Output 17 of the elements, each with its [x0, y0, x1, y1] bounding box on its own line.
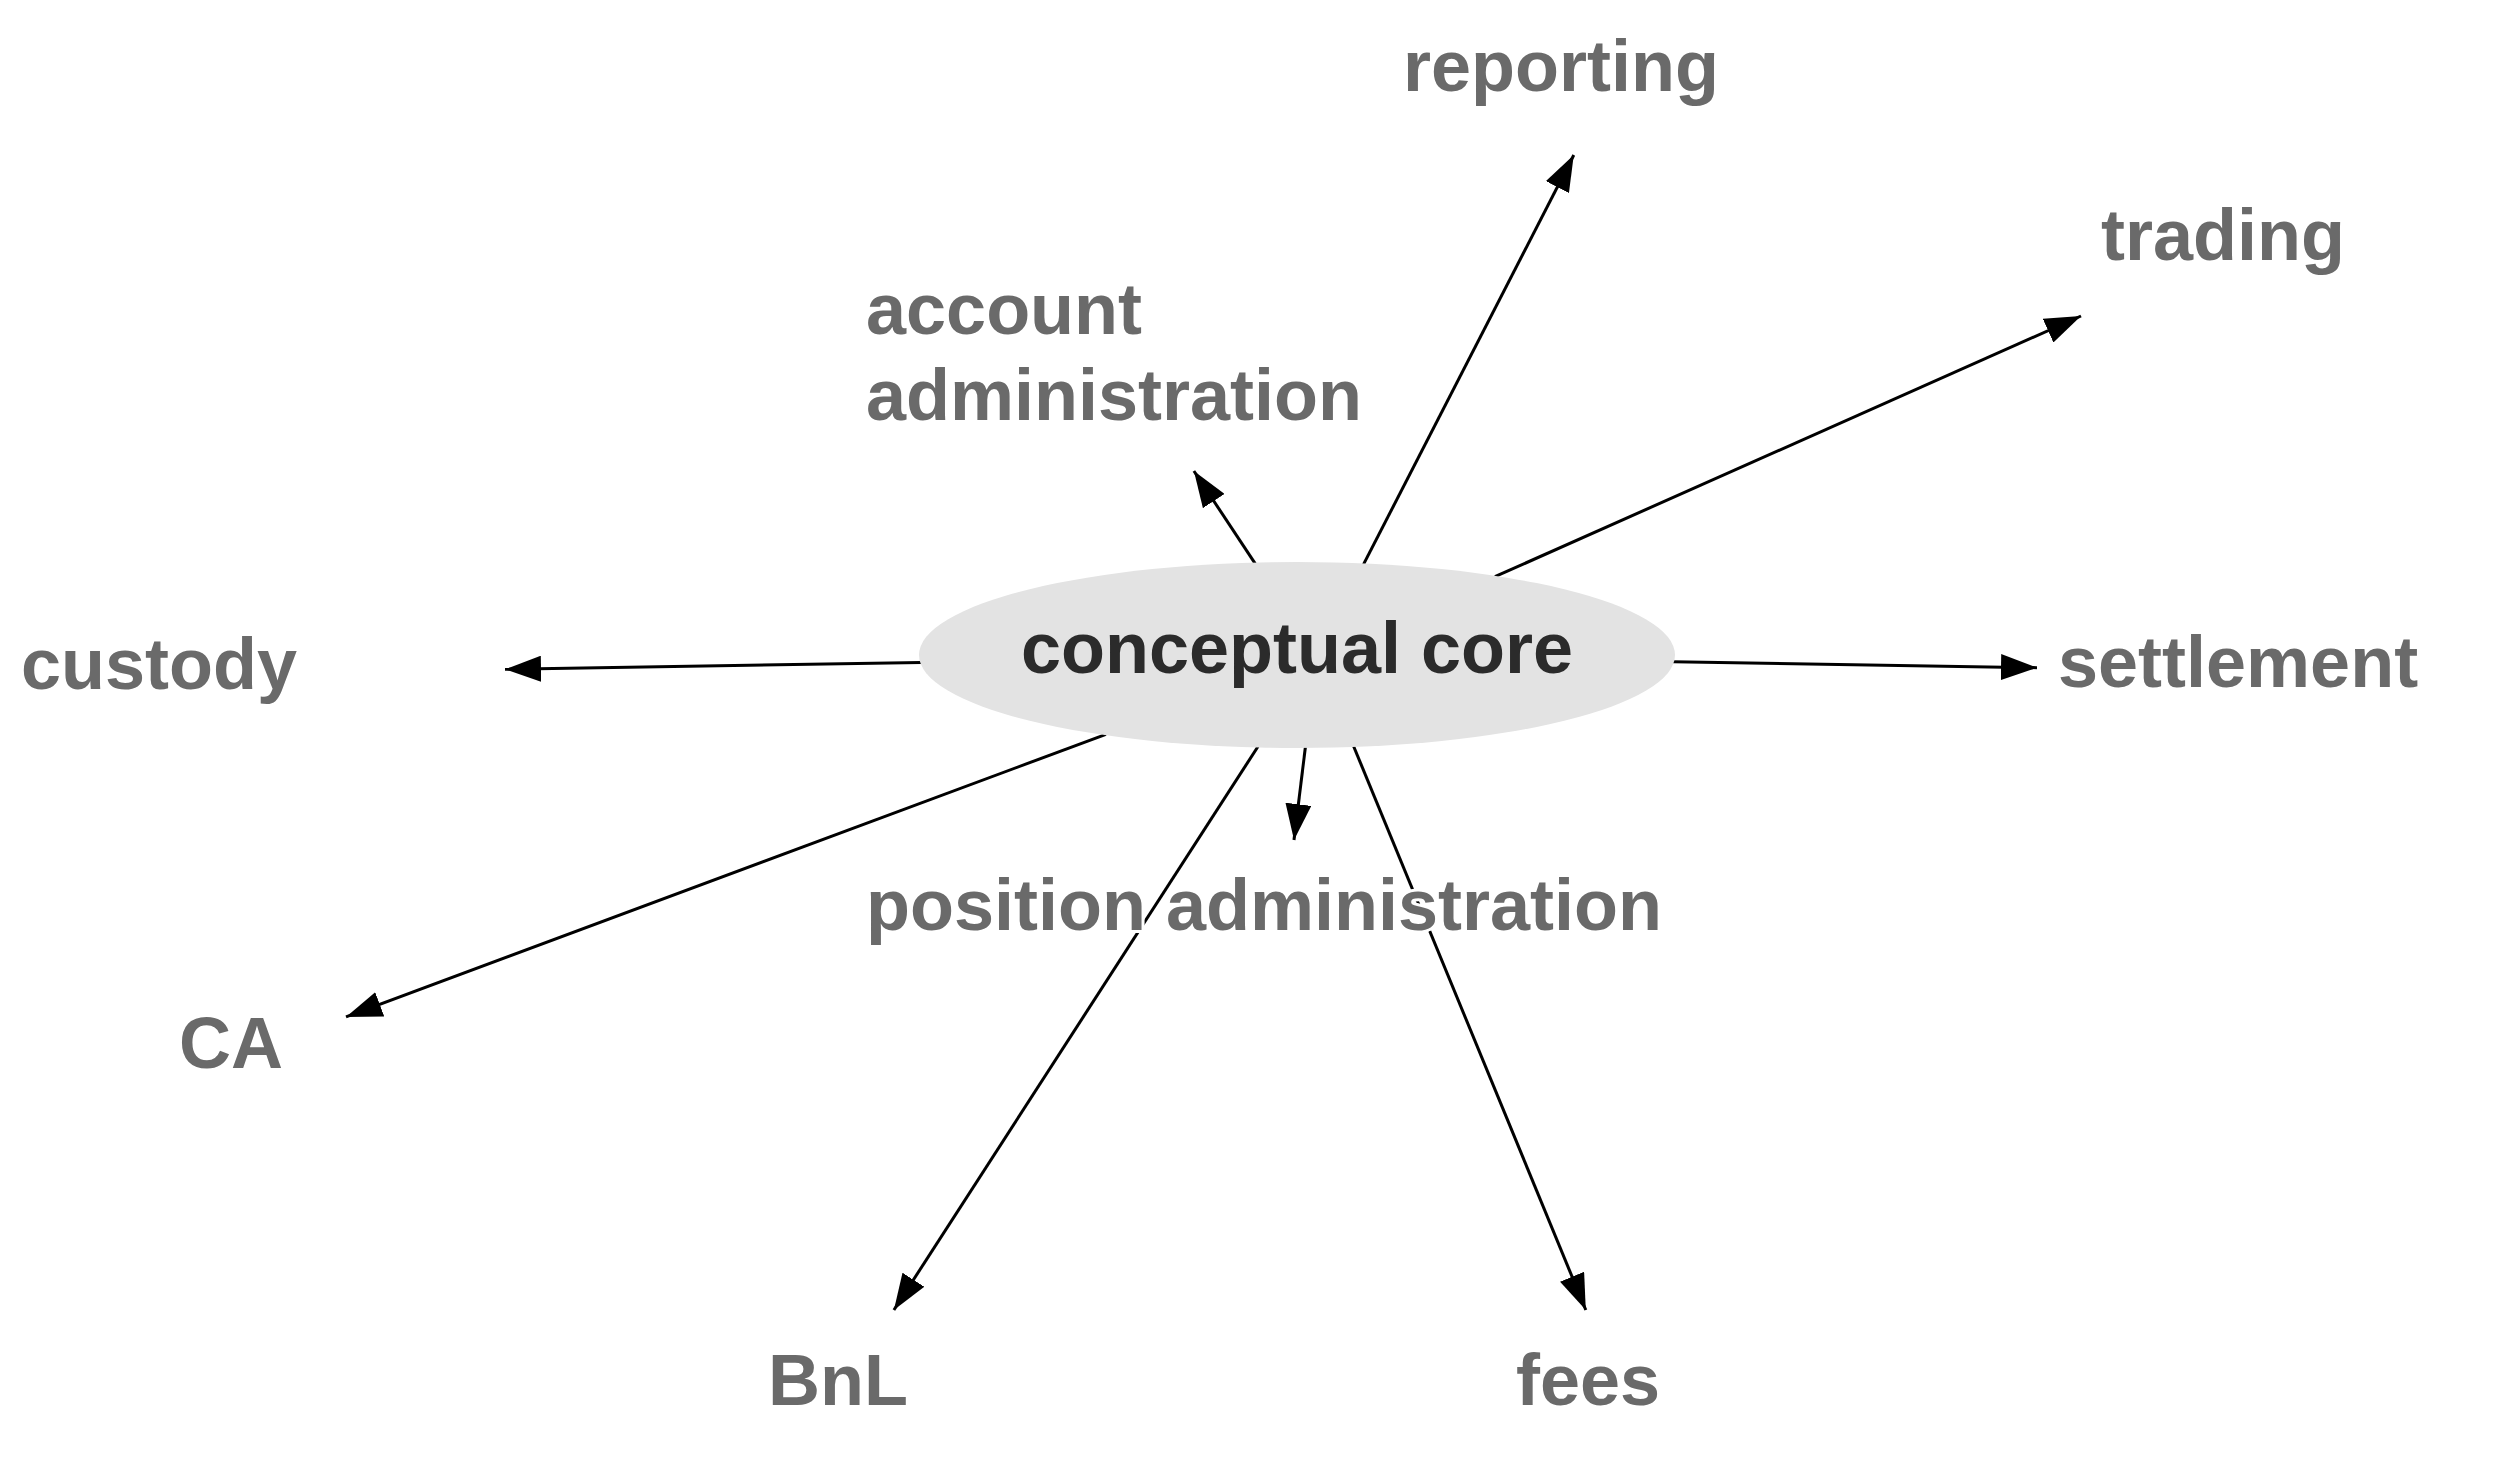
arrow: [1494, 314, 2082, 579]
arrow: [345, 732, 1107, 1019]
node-label: custody: [21, 621, 298, 708]
arrow: [1672, 654, 2038, 681]
node-label: settlement: [2058, 619, 2419, 706]
node-label: reporting: [1403, 23, 1719, 110]
node-label: CA: [179, 1000, 283, 1087]
node-label: fees: [1516, 1337, 1661, 1424]
arrow: [1352, 745, 1588, 1311]
arrow: [1285, 746, 1312, 841]
arrow: [892, 745, 1260, 1311]
arrow: [504, 655, 922, 682]
node-label: BnL: [768, 1337, 908, 1424]
node-label: trading: [2101, 192, 2345, 279]
arrow: [1192, 470, 1257, 565]
node-label: account administration: [866, 266, 1363, 439]
node-label: conceptual core: [1020, 606, 1574, 690]
